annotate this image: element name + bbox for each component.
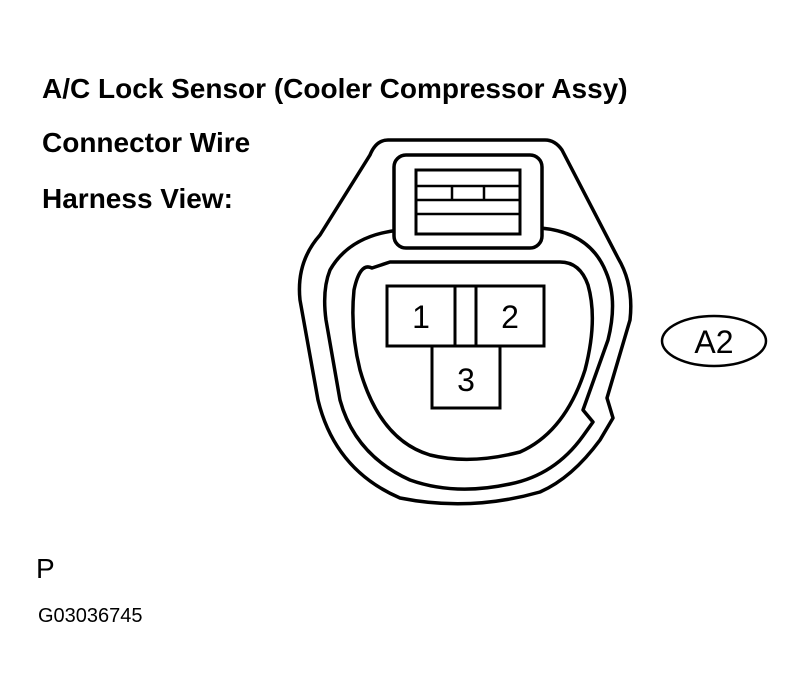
- pin-cell-1: [385, 284, 457, 348]
- title-line-3: Harness View:: [42, 183, 233, 214]
- pin-label-1: 1: [412, 299, 430, 335]
- connector-inner-ring: [322, 226, 615, 491]
- connector-badge-oval: [660, 314, 768, 368]
- pin-separator: [453, 284, 478, 348]
- latch-inner: [414, 168, 522, 236]
- connector-outer-body: [297, 138, 633, 506]
- title-line-1: A/C Lock Sensor (Cooler Compressor Assy): [42, 73, 628, 104]
- figure-code: G03036745: [38, 605, 143, 627]
- page-letter: P: [36, 553, 55, 584]
- pin-label-2: 2: [501, 299, 519, 335]
- pin-cell-3: [430, 344, 502, 410]
- pin-cell-2: [474, 284, 546, 348]
- title-line-2: Connector Wire: [42, 127, 251, 158]
- connector-badge-label: A2: [694, 324, 733, 360]
- pin-label-3: 3: [457, 362, 475, 398]
- connector-cavity: [351, 260, 595, 462]
